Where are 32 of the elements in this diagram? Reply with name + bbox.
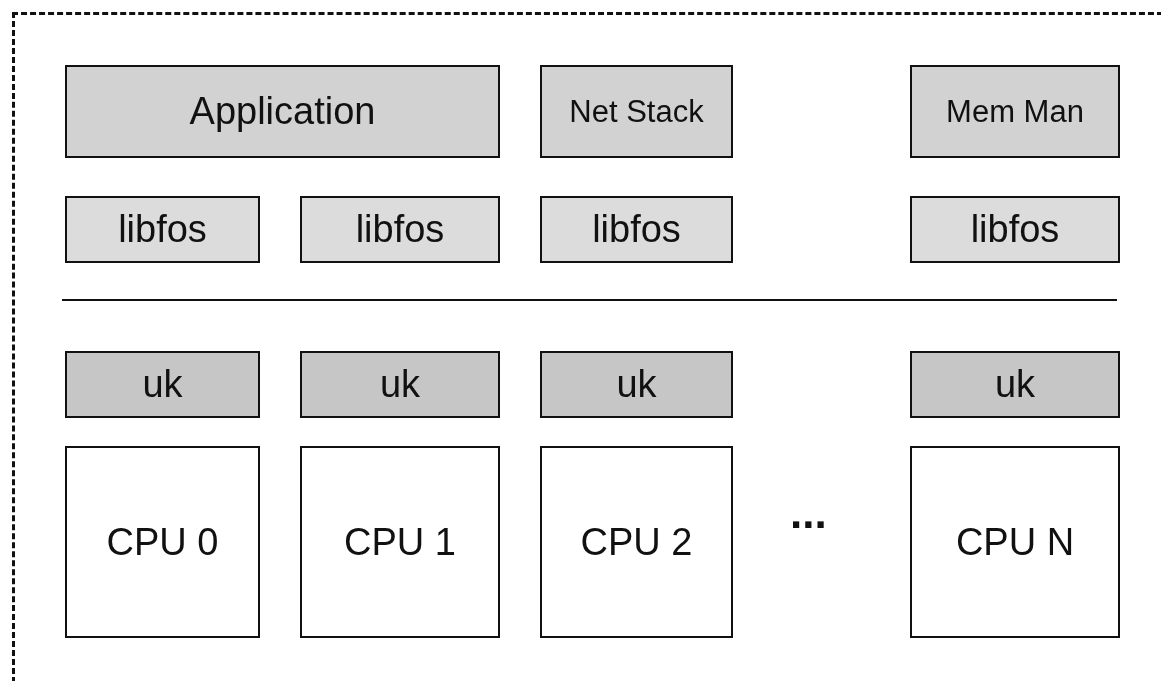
- layer-box: [910, 65, 1120, 158]
- node-label: Net Stack: [569, 93, 704, 130]
- cpu-box: [300, 446, 500, 638]
- cpu-box: [910, 446, 1120, 638]
- node-label: libfos: [592, 208, 681, 251]
- node-label: uk: [379, 363, 421, 406]
- node-label: libfos: [970, 208, 1060, 251]
- node-label: uk: [994, 363, 1036, 406]
- node-label: CPU 0: [106, 520, 219, 564]
- node-label: uk: [616, 363, 657, 406]
- library-box: [910, 196, 1120, 263]
- kernel-box: [540, 351, 733, 418]
- cpu-box: [65, 446, 260, 638]
- node-label: libfos: [118, 208, 207, 251]
- library-box: [65, 196, 260, 263]
- node-label: libfos: [355, 208, 445, 251]
- node-label: CPU N: [955, 520, 1075, 564]
- node-label: uk: [142, 363, 183, 406]
- kernel-box: [910, 351, 1120, 418]
- layer-box: [65, 65, 500, 158]
- node-label: Application: [189, 90, 376, 133]
- node-label: CPU 1: [344, 520, 456, 564]
- node-label: Mem Man: [946, 93, 1084, 130]
- node-label: CPU 2: [580, 520, 693, 564]
- cpu-box: [540, 446, 733, 638]
- library-box: [300, 196, 500, 263]
- dashed-boundary: [12, 12, 1161, 681]
- kernel-box: [65, 351, 260, 418]
- library-box: [540, 196, 733, 263]
- layer-box: [540, 65, 733, 158]
- kernel-box: [300, 351, 500, 418]
- ellipsis-label: ...: [790, 488, 827, 538]
